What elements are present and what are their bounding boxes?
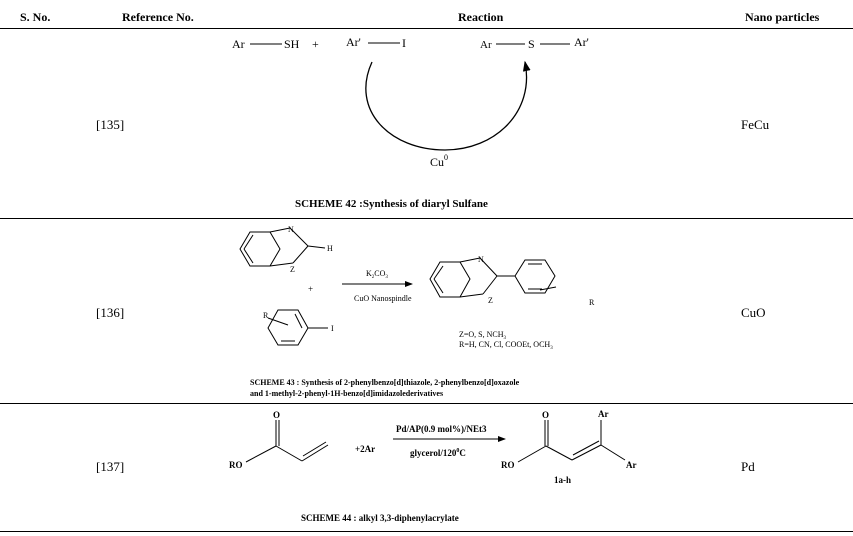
nanoparticle-fecu: FeCu (741, 117, 770, 132)
atom-i: I (331, 324, 334, 333)
reagent-2ar: +2Ar (355, 444, 375, 454)
scheme-44: O RO +2Ar Pd/AP(0.9 mol%)/NEt3 glycerol/… (229, 409, 637, 523)
r-values: R=H, CN, Cl, COOEt, OCH3 (459, 340, 553, 351)
row-divider (0, 218, 853, 219)
reaction-arc-arrow (365, 60, 531, 151)
acrylate-product-structure (517, 420, 626, 463)
atom-z: Z (290, 265, 295, 274)
benzazole-structure (239, 227, 326, 267)
scheme-43: N Z H + R I K2CO3 CuO Nanospindle (239, 225, 595, 398)
plus-sign: + (308, 284, 313, 294)
scheme-43-caption-line2: and 1-methyl-2-phenyl-1H-benzo[d]imidazo… (250, 389, 443, 398)
reference-136: [136] (96, 305, 125, 320)
product-atom-z: Z (488, 296, 493, 305)
scheme-42: Ar SH + Ar' I Ar S Ar' Cu0 SCHEME 42 :Sy… (232, 35, 589, 210)
product-ar-bottom: Ar (626, 460, 637, 470)
header-s-no: S. No. (20, 10, 51, 24)
header-divider (0, 28, 853, 29)
product-ar-prime: Ar' (574, 35, 589, 49)
nanoparticle-cuo: CuO (741, 305, 766, 320)
atom-ro: RO (229, 460, 243, 470)
header-reference-no: Reference No. (122, 10, 194, 24)
reactant-ar: Ar (232, 37, 245, 51)
condition-pd-ap: Pd/AP(0.9 mol%)/NEt3 (396, 424, 487, 434)
atom-r: R (263, 311, 269, 320)
scheme-44-caption: SCHEME 44 : alkyl 3,3-diphenylacrylate (301, 513, 459, 523)
reagent-k2co3: K2CO3 (366, 269, 388, 280)
product-atom-o: O (542, 410, 549, 420)
z-values: Z=O, S, NCH3 (459, 330, 507, 341)
product-s: S (528, 37, 535, 51)
product-atom-ro: RO (501, 460, 515, 470)
condition-glycerol: glycerol/1200C (410, 448, 466, 458)
plus-sign: + (312, 37, 319, 51)
header-reaction: Reaction (458, 10, 504, 24)
acrylate-structure (245, 420, 329, 463)
atom-o: O (273, 410, 280, 420)
reactant-ar-prime: Ar' (346, 35, 361, 49)
condition-cuo-nanospindle: CuO Nanospindle (354, 294, 412, 303)
catalyst-cu: Cu0 (430, 153, 448, 169)
reference-135: [135] (96, 117, 125, 132)
nanoparticle-pd: Pd (741, 459, 755, 474)
reactant-i: I (402, 36, 406, 50)
reference-137: [137] (96, 459, 125, 474)
table-bottom-border (0, 531, 853, 532)
product-structure (429, 257, 557, 298)
atom-h: H (327, 244, 333, 253)
product-atom-r: R (589, 298, 595, 307)
reactant-sh: SH (284, 37, 300, 51)
header-nano-particles: Nano particles (745, 10, 820, 24)
product-ar-top: Ar (598, 409, 609, 419)
product-ar: Ar (480, 39, 492, 51)
atom-n: N (288, 225, 294, 234)
product-label: 1a-h (554, 475, 571, 485)
iodobenzene-structure (267, 309, 328, 346)
scheme-43-caption-line1: SCHEME 43 : Synthesis of 2-phenylbenzo[d… (250, 378, 520, 387)
row-divider (0, 403, 853, 404)
product-atom-n: N (478, 255, 484, 264)
scheme-42-caption: SCHEME 42 :Synthesis of diaryl Sulfane (295, 198, 488, 210)
